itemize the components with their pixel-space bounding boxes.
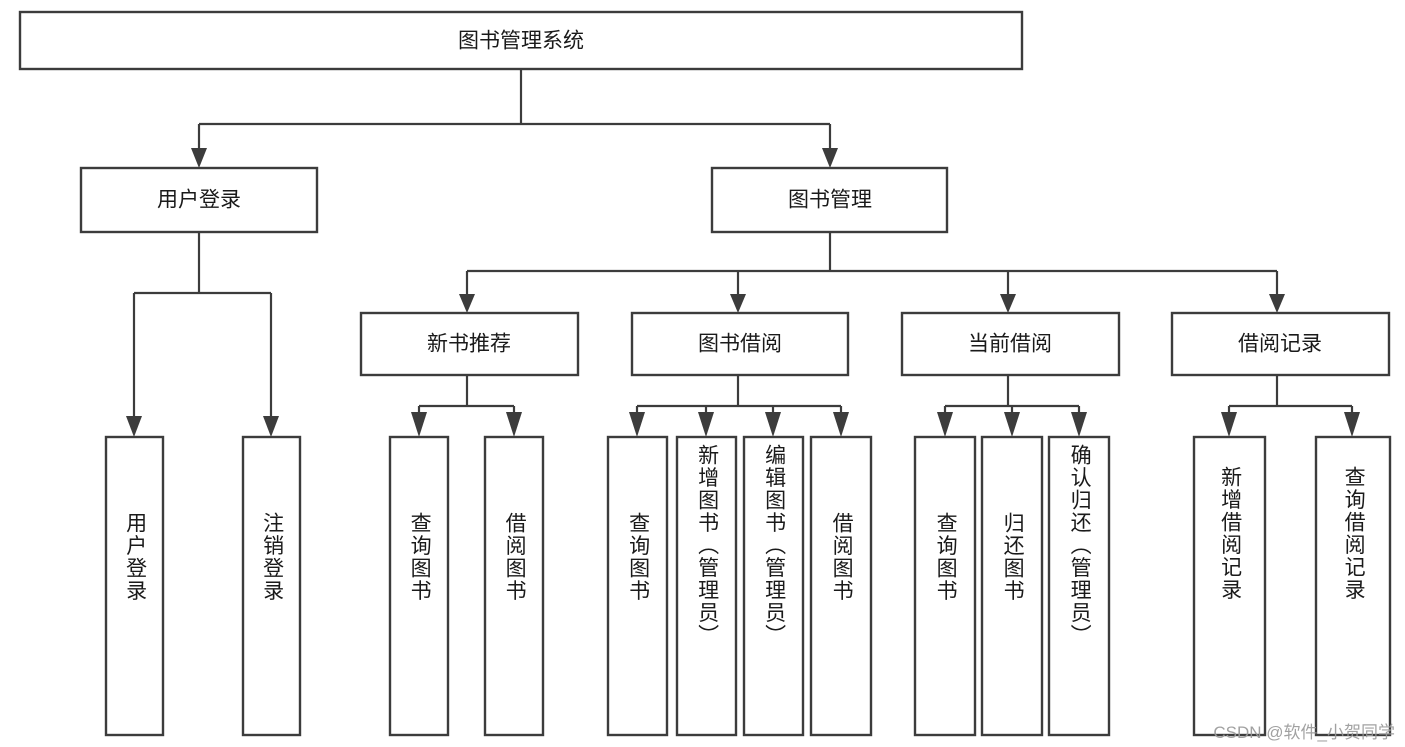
leaf-box-query-book-borrow[interactable] [606,435,669,737]
leaf-box-query-book-recommend[interactable] [388,435,450,737]
label-current-borrow: 当前借阅 [968,333,1052,356]
leaf-box-borrow-book-recommend[interactable] [483,435,545,737]
node-box-borrow-record[interactable] [1170,311,1391,377]
arrow-head-leaf-user-login [126,416,142,437]
leaf-box-add-borrow-record[interactable] [1192,435,1267,737]
arrow-head-leaf-edit-book [765,412,781,437]
leaf-box-borrow-book[interactable] [809,435,873,737]
connector-group-new-book [411,375,522,437]
node-box-book-management[interactable] [710,166,949,234]
label-user-login: 用户登录 [157,189,241,212]
node-box-user-login[interactable] [79,166,319,234]
connector-group-book-borrow [629,375,849,437]
connector-group-root [191,69,838,168]
arrow-head-leaf-return-book [1004,412,1020,437]
leaf-box-query-borrow-record[interactable] [1314,435,1392,737]
arrow-head-leaf-query-book-2 [629,412,645,437]
arrow-head-leaf-add-book [698,412,714,437]
connector-group-current-borrow [937,375,1087,437]
connector-group-borrow-record [1221,375,1360,437]
leaf-box-add-book-admin[interactable] [675,435,738,737]
leaf-box-edit-book-admin[interactable] [742,435,805,737]
leaf-box-logout[interactable] [241,435,302,737]
label-root: 图书管理系统 [458,30,584,53]
arrow-head-leaf-query-record [1344,412,1360,437]
leaf-box-query-book-current[interactable] [913,435,977,737]
leaf-box-confirm-return-admin[interactable] [1047,435,1111,737]
arrow-head-leaf-query-book-3 [937,412,953,437]
arrow-head-leaf-add-record [1221,412,1237,437]
arrow-head-leaf-logout [263,416,279,437]
arrow-head-new-book [459,294,475,313]
label-new-book-recommend: 新书推荐 [427,333,511,356]
arrow-head-book-mgmt [822,148,838,168]
label-book-management: 图书管理 [788,189,872,212]
arrow-head-user-login [191,148,207,168]
node-box-root[interactable] [18,10,1024,71]
node-box-book-borrow[interactable] [630,311,850,377]
label-borrow-record: 借阅记录 [1238,333,1322,356]
node-box-current-borrow[interactable] [900,311,1121,377]
arrow-head-leaf-borrow-book-2 [833,412,849,437]
arrow-head-leaf-borrow-book-1 [506,412,522,437]
node-box-new-book-recommend[interactable] [359,311,580,377]
connector-group-book-mgmt [459,232,1285,313]
arrow-head-leaf-query-book-1 [411,412,427,437]
leaf-box-return-book[interactable] [980,435,1044,737]
arrow-head-book-borrow [730,294,746,313]
label-book-borrow: 图书借阅 [698,333,782,356]
arrow-head-current-borrow [1000,294,1016,313]
connector-group-user-login [126,232,279,437]
arrow-head-borrow-record [1269,294,1285,313]
arrow-head-leaf-confirm-return [1071,412,1087,437]
watermark-csdn: CSDN @软件_小贺同学 [1213,723,1395,742]
leaf-box-user-login[interactable] [104,435,165,737]
